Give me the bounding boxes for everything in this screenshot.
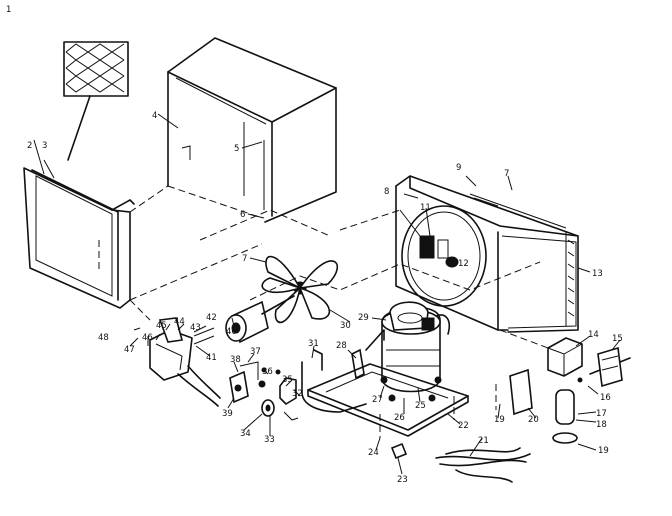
label-2: 2 <box>27 141 32 151</box>
label-32: 32 <box>292 389 303 399</box>
label-5: 5 <box>234 144 239 154</box>
assembly-lines <box>129 209 549 349</box>
label-19-left: 19 <box>494 415 505 425</box>
label-11: 11 <box>420 203 431 213</box>
label-18: 18 <box>596 420 607 430</box>
fan-motor <box>225 295 295 344</box>
label-8: 8 <box>384 187 389 197</box>
label-14: 14 <box>588 330 599 340</box>
filter-grille <box>63 41 129 161</box>
label-35: 35 <box>282 375 293 385</box>
label-22: 22 <box>458 421 469 431</box>
coil-assembly <box>395 175 579 333</box>
label-45: 45 <box>156 321 167 331</box>
label-6: 6 <box>240 210 245 220</box>
label-42: 42 <box>206 313 217 323</box>
label-19-right: 19 <box>598 446 609 456</box>
label-7-left: 7 <box>242 254 247 264</box>
label-26: 26 <box>394 413 405 423</box>
label-47: 47 <box>124 345 135 355</box>
label-1: 1 <box>6 5 11 15</box>
label-38: 38 <box>230 355 241 365</box>
label-34: 34 <box>240 429 251 439</box>
control-hardware <box>229 349 367 421</box>
capacitor-assembly <box>495 337 631 444</box>
label-30: 30 <box>340 321 351 331</box>
label-12: 12 <box>458 259 469 269</box>
label-37: 37 <box>250 347 261 357</box>
front-panel <box>23 167 135 309</box>
cabinet <box>129 37 337 301</box>
label-24: 24 <box>368 448 379 458</box>
label-43: 43 <box>190 323 201 333</box>
label-29: 29 <box>358 313 369 323</box>
base-pan <box>307 363 469 438</box>
leader-lines <box>33 113 621 475</box>
label-17: 17 <box>596 409 607 419</box>
label-40: 40 <box>226 327 237 337</box>
label-36: 36 <box>262 367 273 377</box>
compressor <box>351 301 451 402</box>
label-44: 44 <box>174 317 185 327</box>
label-3: 3 <box>42 141 47 151</box>
label-13: 13 <box>592 269 603 279</box>
label-21: 21 <box>478 436 489 446</box>
part-labels: 2 3 4 5 6 7 7 8 9 11 12 13 14 15 16 17 1… <box>6 5 623 485</box>
label-33: 33 <box>264 435 275 445</box>
label-39: 39 <box>222 409 233 419</box>
label-25: 25 <box>415 401 426 411</box>
label-4: 4 <box>152 111 157 121</box>
label-9: 9 <box>456 163 461 173</box>
label-23: 23 <box>397 475 408 485</box>
label-41: 41 <box>206 353 217 363</box>
fan-blade <box>261 255 339 324</box>
label-20: 20 <box>528 415 539 425</box>
motor-mount <box>149 317 221 407</box>
wiring-harness <box>390 442 531 483</box>
label-48: 48 <box>98 333 109 343</box>
label-27: 27 <box>372 395 383 405</box>
label-28: 28 <box>336 341 347 351</box>
label-46: 46 <box>142 333 153 343</box>
label-31: 31 <box>308 339 319 349</box>
label-15: 15 <box>612 334 623 344</box>
label-7-right: 7 <box>504 169 509 179</box>
label-16: 16 <box>600 393 611 403</box>
